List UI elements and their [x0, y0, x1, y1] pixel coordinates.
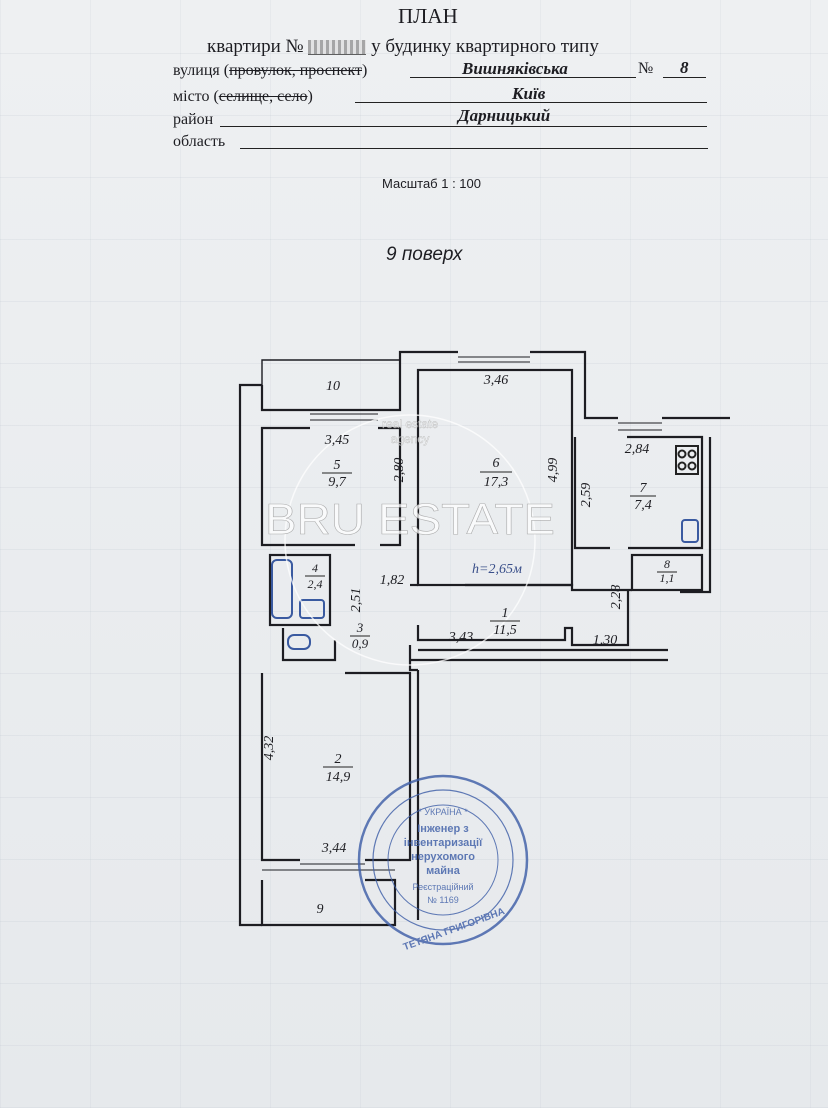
stamp-text: * УКРАЇНА * — [418, 807, 468, 817]
stove-icon — [675, 445, 699, 475]
sink-icon — [299, 599, 325, 619]
street-label: вулиця (провулок, проспект) — [173, 62, 368, 79]
room-7-number: 7 — [640, 481, 648, 496]
room-8-area: 1,1 — [660, 571, 675, 585]
dim-corridor-c: 3,43 — [448, 630, 474, 645]
room-2-number: 2 — [335, 752, 342, 767]
stamp-text: № 1169 — [427, 895, 459, 905]
dim-corridor-b: 2,51 — [349, 588, 364, 613]
room-9-number: 9 — [317, 902, 324, 917]
room-8-number: 8 — [664, 557, 670, 571]
watermark-tagline-1: real estate — [382, 417, 438, 431]
room-10-number: 10 — [326, 379, 340, 394]
district-label: район — [173, 111, 214, 128]
room-5-area: 9,7 — [328, 475, 347, 490]
official-stamp: * УКРАЇНА * Інженер з інвентаризації нер… — [357, 774, 529, 953]
walls — [238, 350, 730, 927]
stamp-text: інвентаризації — [404, 837, 483, 849]
dim-r5-width: 3,45 — [324, 433, 350, 448]
dim-corridor-a: 1,82 — [380, 573, 405, 588]
dim-r2-length: 4,32 — [262, 736, 277, 761]
room-1-area: 11,5 — [493, 623, 516, 638]
kitchen-sink-icon — [681, 519, 699, 543]
room-2-area: 14,9 — [326, 770, 351, 785]
stamp-text: майна — [426, 865, 461, 877]
region-label: область — [173, 133, 226, 150]
document-title: ПЛАН — [398, 4, 458, 28]
room-7-area: 7,4 — [634, 498, 652, 513]
number-label: № — [638, 60, 654, 77]
room-4-area: 2,4 — [308, 577, 323, 591]
dim-r7-length: 2,59 — [579, 483, 594, 508]
bathtub-icon — [271, 559, 293, 619]
floor-label: 9 поверх — [386, 244, 463, 265]
watermark-brand: BRU ESTATE — [265, 495, 555, 544]
dim-corridor-e: 2,28 — [609, 585, 624, 610]
room-1-number: 1 — [502, 606, 509, 621]
street-value: Вишняківська — [462, 59, 568, 78]
room-3-number: 3 — [356, 620, 364, 635]
watermark-tagline-2: agency — [391, 432, 430, 446]
toilet-icon — [287, 634, 311, 650]
district-value: Дарницький — [458, 106, 551, 125]
room-3-area: 0,9 — [352, 636, 369, 651]
scale-label: Масштаб 1 : 100 — [382, 176, 481, 191]
room-6-area: 17,3 — [484, 475, 509, 490]
stamp-text: Інженер з — [417, 823, 469, 835]
apartment-line: квартири № у будинку квартирного типу — [207, 36, 599, 58]
stamp-text: Реєстраційний — [412, 882, 473, 892]
city-label: місто (селище, село) — [173, 88, 313, 105]
dim-r6-length: 4,99 — [546, 458, 561, 483]
dim-corridor-d: 1,30 — [593, 633, 618, 648]
room-5-number: 5 — [334, 458, 341, 473]
room-4-number: 4 — [312, 561, 318, 575]
city-value: Київ — [512, 84, 546, 103]
dim-r2-width: 3,44 — [321, 841, 347, 856]
redacted-number — [308, 40, 367, 56]
dim-r6-width: 3,46 — [483, 373, 509, 388]
house-number: 8 — [680, 58, 689, 77]
ceiling-height: h=2,65м — [472, 562, 522, 577]
fixtures — [271, 445, 699, 650]
apartment-label: квартири № — [207, 36, 304, 57]
building-type-label: у будинку квартирного типу — [371, 36, 599, 57]
dim-r7-width: 2,84 — [625, 442, 650, 457]
watermark: BRU ESTATE real estate agency — [265, 414, 555, 666]
windows — [300, 356, 662, 865]
stamp-text: нерухомого — [411, 851, 475, 863]
room-6-number: 6 — [493, 456, 500, 471]
dim-r5-length: 2,80 — [392, 458, 407, 483]
